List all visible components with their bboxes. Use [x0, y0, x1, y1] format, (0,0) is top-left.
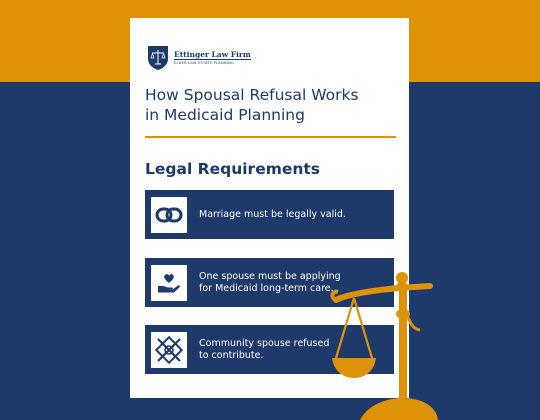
requirement-text: for Medicaid long-term care.	[199, 282, 334, 294]
requirement-text: One spouse must be applying	[199, 270, 341, 282]
firm-logo[interactable]: Ettinger Law Firm ELDER LAW ESTATE PLANN…	[147, 45, 251, 71]
firm-name: Ettinger Law Firm	[174, 50, 251, 59]
title-line-2: in Medicaid Planning	[145, 106, 305, 124]
firm-tagline: ELDER LAW ESTATE PLANNING	[174, 59, 251, 66]
page-title: How Spousal Refusal Works in Medicaid Pl…	[145, 85, 400, 125]
requirement-text: Community spouse refused	[199, 337, 330, 349]
heart-in-hand-icon	[158, 273, 180, 292]
infographic-card: Ettinger Law Firm ELDER LAW ESTATE PLANN…	[130, 18, 409, 398]
linked-rings-icon	[155, 207, 183, 222]
scales-of-justice-icon	[330, 272, 438, 420]
section-heading: Legal Requirements	[145, 160, 321, 178]
scales-shield-icon	[148, 46, 168, 70]
no-money-icon	[154, 335, 184, 364]
requirement-item: Marriage must be legally valid.	[145, 190, 394, 239]
requirement-text: Marriage must be legally valid.	[199, 208, 346, 220]
title-divider	[145, 136, 396, 138]
requirement-text: to contribute.	[199, 349, 264, 361]
title-line-1: How Spousal Refusal Works	[145, 86, 359, 104]
requirement-item: One spouse must be applying for Medicaid…	[145, 258, 394, 307]
